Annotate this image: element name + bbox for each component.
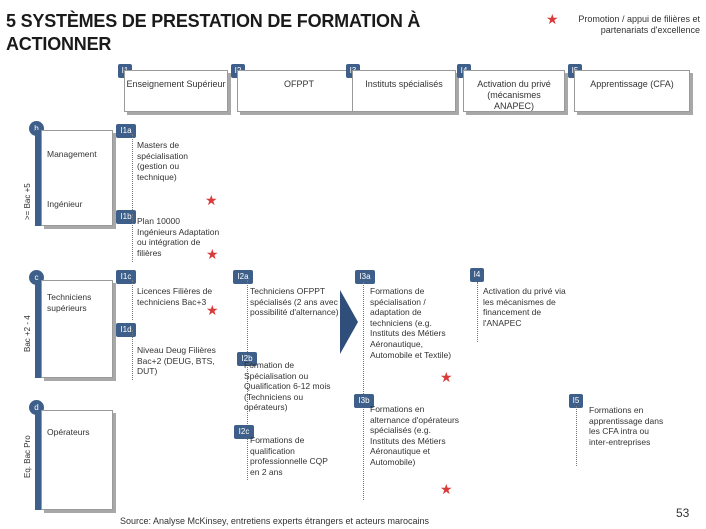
star-icon: ★: [205, 192, 218, 208]
column-header-i5: Apprentissage (CFA): [574, 70, 690, 112]
star-icon: ★: [440, 481, 453, 497]
cell-badge-i1b: I1b: [116, 210, 136, 224]
cell-badge-i1d: I1d: [116, 323, 136, 337]
cell-i5: Formations en apprentissage dans les CFA…: [589, 405, 664, 447]
cell-badge-i4: I4: [470, 268, 484, 282]
level-box-b: Management Ingénieur: [41, 130, 113, 226]
cell-badge-i3b: I3b: [354, 394, 374, 408]
column-header-i2: OFPPT: [237, 70, 361, 112]
level-side-bar: [35, 130, 41, 226]
star-icon: ★: [206, 246, 219, 262]
cell-divider: [132, 280, 133, 320]
cell-badge-i2c: I2c: [234, 425, 254, 439]
cell-i3b: Formations en alternance d'opérateurs sp…: [370, 404, 460, 467]
star-icon: ★: [206, 302, 219, 318]
level-box-d: Opérateurs: [41, 410, 113, 510]
cell-badge-i1c: I1c: [116, 270, 136, 284]
column-header-label: OFPPT: [283, 79, 314, 89]
level-label-d: Eq. Bac Pro: [23, 435, 32, 478]
cell-i1a: Masters de spécialisation (gestion ou te…: [137, 140, 189, 182]
cell-divider: [132, 330, 133, 380]
column-header-i4: Activation du privé (mécanismes ANAPEC): [463, 70, 565, 112]
page-number: 53: [676, 506, 690, 520]
cell-i1d: Niveau Deug Filières Bac+2 (DEUG, BTS, D…: [137, 345, 216, 377]
column-header-i3: Instituts spécialisés: [352, 70, 456, 112]
star-icon: ★: [440, 369, 453, 385]
source-note: Source: Analyse McKinsey, entretiens exp…: [120, 516, 429, 526]
cell-i1c: Licences Filières de techniciens Bac+3: [137, 286, 213, 307]
cell-i3a: Formations de spécialisation / adaptatio…: [370, 286, 452, 360]
cell-i2c: Formations de qualification professionne…: [250, 435, 328, 477]
level-item-operateurs: Opérateurs: [47, 427, 90, 437]
level-box-c: Techniciens supérieurs: [41, 280, 113, 378]
level-item-techniciens: Techniciens supérieurs: [47, 292, 92, 313]
level-item-management: Management: [47, 149, 97, 159]
level-item-ingenieur: Ingénieur: [47, 199, 83, 209]
column-header-i1: Enseignement Supérieur: [124, 70, 228, 112]
column-header-label: Activation du privé (mécanismes ANAPEC): [477, 79, 551, 111]
page-title: 5 SYSTÈMES DE PRESTATION DE FORMATION À …: [6, 11, 421, 54]
cell-badge-i5: I5: [569, 394, 583, 408]
cell-divider: [132, 214, 133, 262]
cell-divider: [132, 134, 133, 212]
column-header-label: Apprentissage (CFA): [590, 79, 674, 89]
level-label-c: Bac +2 - 4: [23, 315, 32, 352]
legend-text: Promotion / appui de filières et partena…: [578, 14, 700, 35]
cell-divider: [363, 282, 364, 500]
chevron-right-icon: [340, 290, 358, 354]
cell-i1b: Plan 10000 Ingénieurs Adaptation ou inté…: [137, 216, 220, 258]
column-header-label: Enseignement Supérieur: [126, 79, 226, 89]
cell-divider: [477, 282, 478, 342]
star-icon: ★: [546, 11, 559, 27]
level-side-bar: [35, 280, 41, 378]
cell-badge-i2b: I2b: [237, 352, 257, 366]
level-label-b: >= Bac +5: [23, 183, 32, 220]
level-side-bar: [35, 410, 41, 510]
cell-badge-i1a: I1a: [116, 124, 136, 138]
column-header-label: Instituts spécialisés: [365, 79, 443, 89]
cell-i4: Activation du privé via les mécanismes d…: [483, 286, 566, 328]
cell-divider: [247, 280, 248, 480]
cell-i2b: Formation de Spécialisation ou Qualifica…: [244, 360, 331, 413]
cell-badge-i3a: I3a: [355, 270, 375, 284]
cell-divider: [576, 406, 577, 466]
cell-badge-i2a: I2a: [233, 270, 253, 284]
cell-i2a: Techniciens OFPPT spécialisés (2 ans ave…: [250, 286, 339, 318]
